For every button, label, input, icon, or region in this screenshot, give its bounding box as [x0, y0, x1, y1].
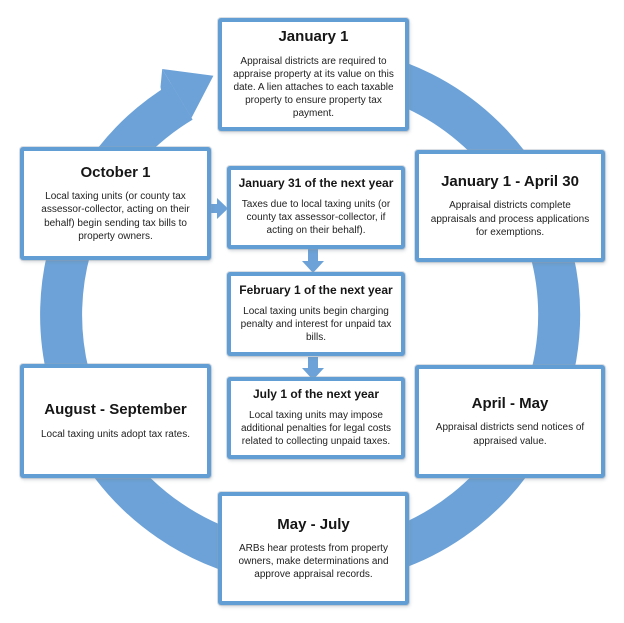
node-title: July 1 of the next year — [252, 386, 380, 401]
node-july-1-next-year: July 1 of the next year Local taxing uni… — [227, 377, 405, 459]
node-january-1: January 1 Appraisal districts are requir… — [218, 18, 409, 131]
node-title: January 1 - April 30 — [441, 173, 579, 191]
node-april-may: April - May Appraisal districts send not… — [415, 365, 605, 478]
node-october-1: October 1 Local taxing units (or county … — [20, 147, 211, 260]
node-body: ARBs hear protests from property owners,… — [238, 542, 389, 581]
node-title: May - July — [277, 515, 350, 533]
node-august-september: August - September Local taxing units ad… — [20, 364, 211, 478]
node-title: October 1 — [80, 164, 151, 181]
node-body: Local taxing units (or county tax assess… — [41, 191, 190, 242]
node-title: January 31 of the next year — [238, 176, 394, 191]
node-body: Appraisal districts are required to appr… — [233, 55, 394, 120]
node-title: February 1 of the next year — [239, 282, 393, 297]
node-body: Local taxing units may impose additional… — [240, 409, 392, 447]
down-arrow-icon — [302, 249, 324, 273]
node-body: Appraisal districts complete appraisals … — [430, 200, 590, 238]
node-january-1-april-30: January 1 - April 30 Appraisal districts… — [415, 150, 605, 262]
node-title: January 1 — [278, 28, 349, 46]
node-body: Taxes due to local taxing units (or coun… — [241, 199, 391, 237]
node-may-july: May - July ARBs hear protests from prope… — [218, 492, 409, 605]
node-title: April - May — [471, 395, 549, 413]
node-body: Local taxing units begin charging penalt… — [240, 305, 392, 343]
node-february-1-next-year: February 1 of the next year Local taxing… — [227, 272, 405, 356]
cycle-arrowhead-base — [160, 69, 192, 123]
node-january-31-next-year: January 31 of the next year Taxes due to… — [227, 166, 405, 249]
node-title: August - September — [44, 401, 187, 419]
node-body: Appraisal districts send notices of appr… — [435, 422, 585, 447]
down-arrow-icon — [302, 357, 324, 380]
right-arrow-icon — [208, 198, 228, 219]
cycle-arrowhead-icon — [162, 69, 214, 118]
node-body: Local taxing units adopt tax rates. — [41, 428, 190, 440]
